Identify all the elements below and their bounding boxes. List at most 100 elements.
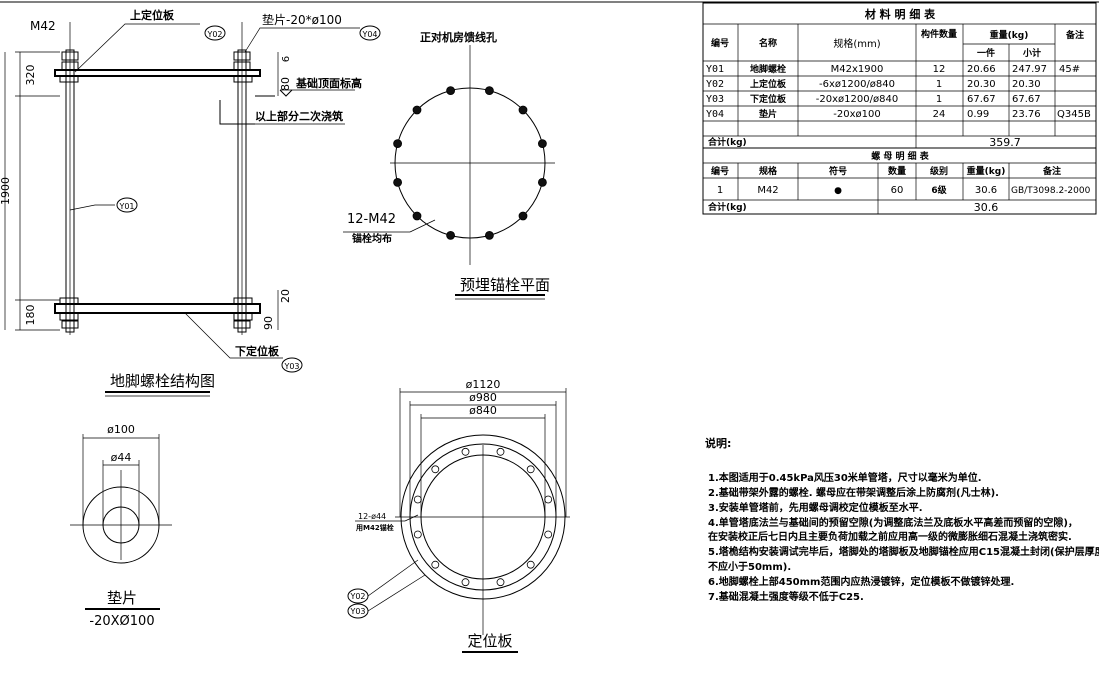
second-pour-marker: [219, 100, 255, 125]
level-symbol: [279, 89, 293, 97]
nut-under-upper-right: [233, 75, 253, 83]
plate-hole: [544, 495, 553, 504]
plan-view: [343, 45, 555, 300]
tag-y03: Y03: [283, 362, 299, 371]
plan-bolt-count: 12-M42: [347, 212, 396, 227]
tag-bubble-y04: [359, 25, 381, 41]
tag-bubble-y01: [116, 197, 138, 213]
leader-bolt: [69, 204, 115, 211]
mt-cell-no: Y04: [706, 109, 724, 120]
note-line: 4.单管塔底法兰与基础间的预留空隙(为调整底法兰及底板水平高差而预留的空隙)，: [708, 516, 1078, 529]
plan-note-top: 正对机房馈线孔: [420, 30, 497, 44]
mt-row: Y01 地脚螺栓 M42x1900 12 20.66 247.97 45#: [706, 63, 1080, 75]
washer-view-subtitle: -20XØ100: [89, 614, 154, 629]
mt-cell-each: 67.67: [967, 94, 996, 105]
bolt-circle: [394, 87, 546, 239]
nut-under-lower-left: [59, 312, 79, 321]
plate-dim-1120: ø1120: [466, 378, 501, 391]
bolt-hole-dots: [393, 86, 547, 240]
bolt-hole-dot: [412, 105, 422, 115]
nt-head-weight: 重量(kg): [967, 165, 1006, 177]
nt-cell-grade: 6级: [931, 184, 947, 196]
note-line: 1.本图适用于0.45kPa风压30米单管塔，尺寸以毫米为单位.: [708, 471, 982, 484]
bolt-hole-dot: [393, 139, 403, 149]
nut-top-right: [233, 51, 251, 61]
note-line: 5.塔桅结构安装调试完毕后，塔脚处的塔脚板及地脚锚栓应用C15混凝土封闭(保护层…: [708, 545, 1099, 558]
mt-head-name: 名称: [759, 37, 777, 49]
bolt-hole-dot: [484, 230, 494, 240]
nt-head-symbol: 符号: [829, 165, 847, 177]
bolt-hole-dot: [446, 230, 456, 240]
bolt-structure-view: [4, 22, 381, 397]
tag-y04: Y04: [361, 30, 377, 39]
plate-tag-y02: Y02: [349, 592, 365, 601]
material-table-title: 材 料 明 细 表: [865, 7, 936, 21]
mt-cell-spec: M42x1900: [831, 64, 884, 75]
tag-bubble-y02: [204, 25, 226, 41]
plate-hole-sub: 用M42锚栓: [356, 523, 394, 532]
note-line: 6.地脚螺栓上部450mm范围内应热浸镀锌，定位模板不做镀锌处理.: [708, 575, 1014, 588]
mt-head-no: 编号: [711, 37, 729, 49]
plate-hole: [431, 560, 440, 569]
lower-plate: [54, 303, 261, 314]
mt-cell-spec: -20xø100: [833, 109, 880, 120]
nt-head-no: 编号: [711, 165, 729, 177]
nut-table-border: [702, 147, 1097, 215]
nut-under-lower-right: [233, 312, 253, 321]
leader-lower-plate: [184, 312, 283, 359]
bolt-hole-dot: [446, 86, 456, 95]
bolt-hole-dot: [412, 211, 422, 221]
mt-cell-remark: 45#: [1059, 64, 1080, 75]
bolt-rod-left: [65, 49, 75, 333]
bolt-hole-dot: [538, 139, 547, 149]
plate-view-title: 定位板: [467, 632, 512, 650]
mt-head-qty: 构件数量: [921, 28, 957, 40]
nut-bottom-right: [233, 320, 251, 329]
plate-hole: [526, 465, 535, 474]
plate-tag-y03: Y03: [349, 607, 365, 616]
mt-cell-qty: 12: [933, 64, 946, 75]
notes-title: 说明:: [705, 436, 731, 450]
dim-320: 320: [24, 65, 37, 86]
plate-dim-840: ø840: [469, 404, 497, 417]
dim-20: 20: [279, 289, 292, 303]
hole-label-leader: [404, 514, 419, 522]
mt-cell-name: 垫片: [759, 108, 777, 120]
mt-cell-name: 下定位板: [750, 93, 787, 105]
mt-head-spec: 规格(mm): [833, 37, 880, 50]
dim-180: 180: [24, 305, 37, 326]
plate-hole: [526, 560, 535, 569]
bolt-rod-right: [237, 49, 247, 333]
mt-cell-name: 上定位板: [750, 78, 787, 90]
note-line: 在安装校正后七日内且主要负荷加载之前应用高一级的微膨胀细石混凝土浇筑密实.: [708, 530, 1072, 543]
tag-y01: Y01: [118, 202, 134, 211]
bolt-hole-dot: [393, 177, 403, 187]
mt-total-label: 合计(kg): [708, 136, 747, 148]
mt-cell-subtotal: 23.76: [1012, 109, 1041, 120]
nut-table-grid: [702, 147, 1097, 215]
nt-cell-qty: 60: [891, 185, 904, 196]
plan-bolt-spread: 锚栓均布: [352, 232, 392, 245]
mt-cell-no: Y02: [706, 79, 724, 90]
plate-hole: [496, 578, 505, 587]
leader-washer: [244, 27, 360, 53]
plate-hole: [496, 447, 505, 456]
note-line: 不应小于50mm).: [708, 560, 791, 573]
upper-plate: [54, 69, 261, 77]
note-line: 3.安装单管塔前，先用螺母调校定位模板至水平.: [708, 501, 923, 514]
bolt-view-title: 地脚螺栓结构图: [110, 372, 215, 390]
plate-hole: [544, 530, 553, 539]
dim-6: 6: [281, 56, 292, 62]
dim-90: 90: [262, 316, 275, 330]
mt-head-remark: 备注: [1065, 29, 1084, 41]
nt-head-qty: 数量: [888, 165, 906, 177]
plate-view: [347, 388, 570, 653]
nt-head-grade: 级别: [929, 165, 948, 177]
nt-total-label: 合计(kg): [708, 201, 747, 213]
plate-hole-label: 12-ø44: [358, 512, 386, 521]
plate-hole: [413, 495, 422, 504]
mt-total-value: 359.7: [989, 136, 1021, 149]
dim-80: 80: [279, 77, 292, 91]
mt-cell-name: 地脚螺栓: [750, 63, 786, 75]
nt-head-remark: 备注: [1042, 165, 1061, 177]
